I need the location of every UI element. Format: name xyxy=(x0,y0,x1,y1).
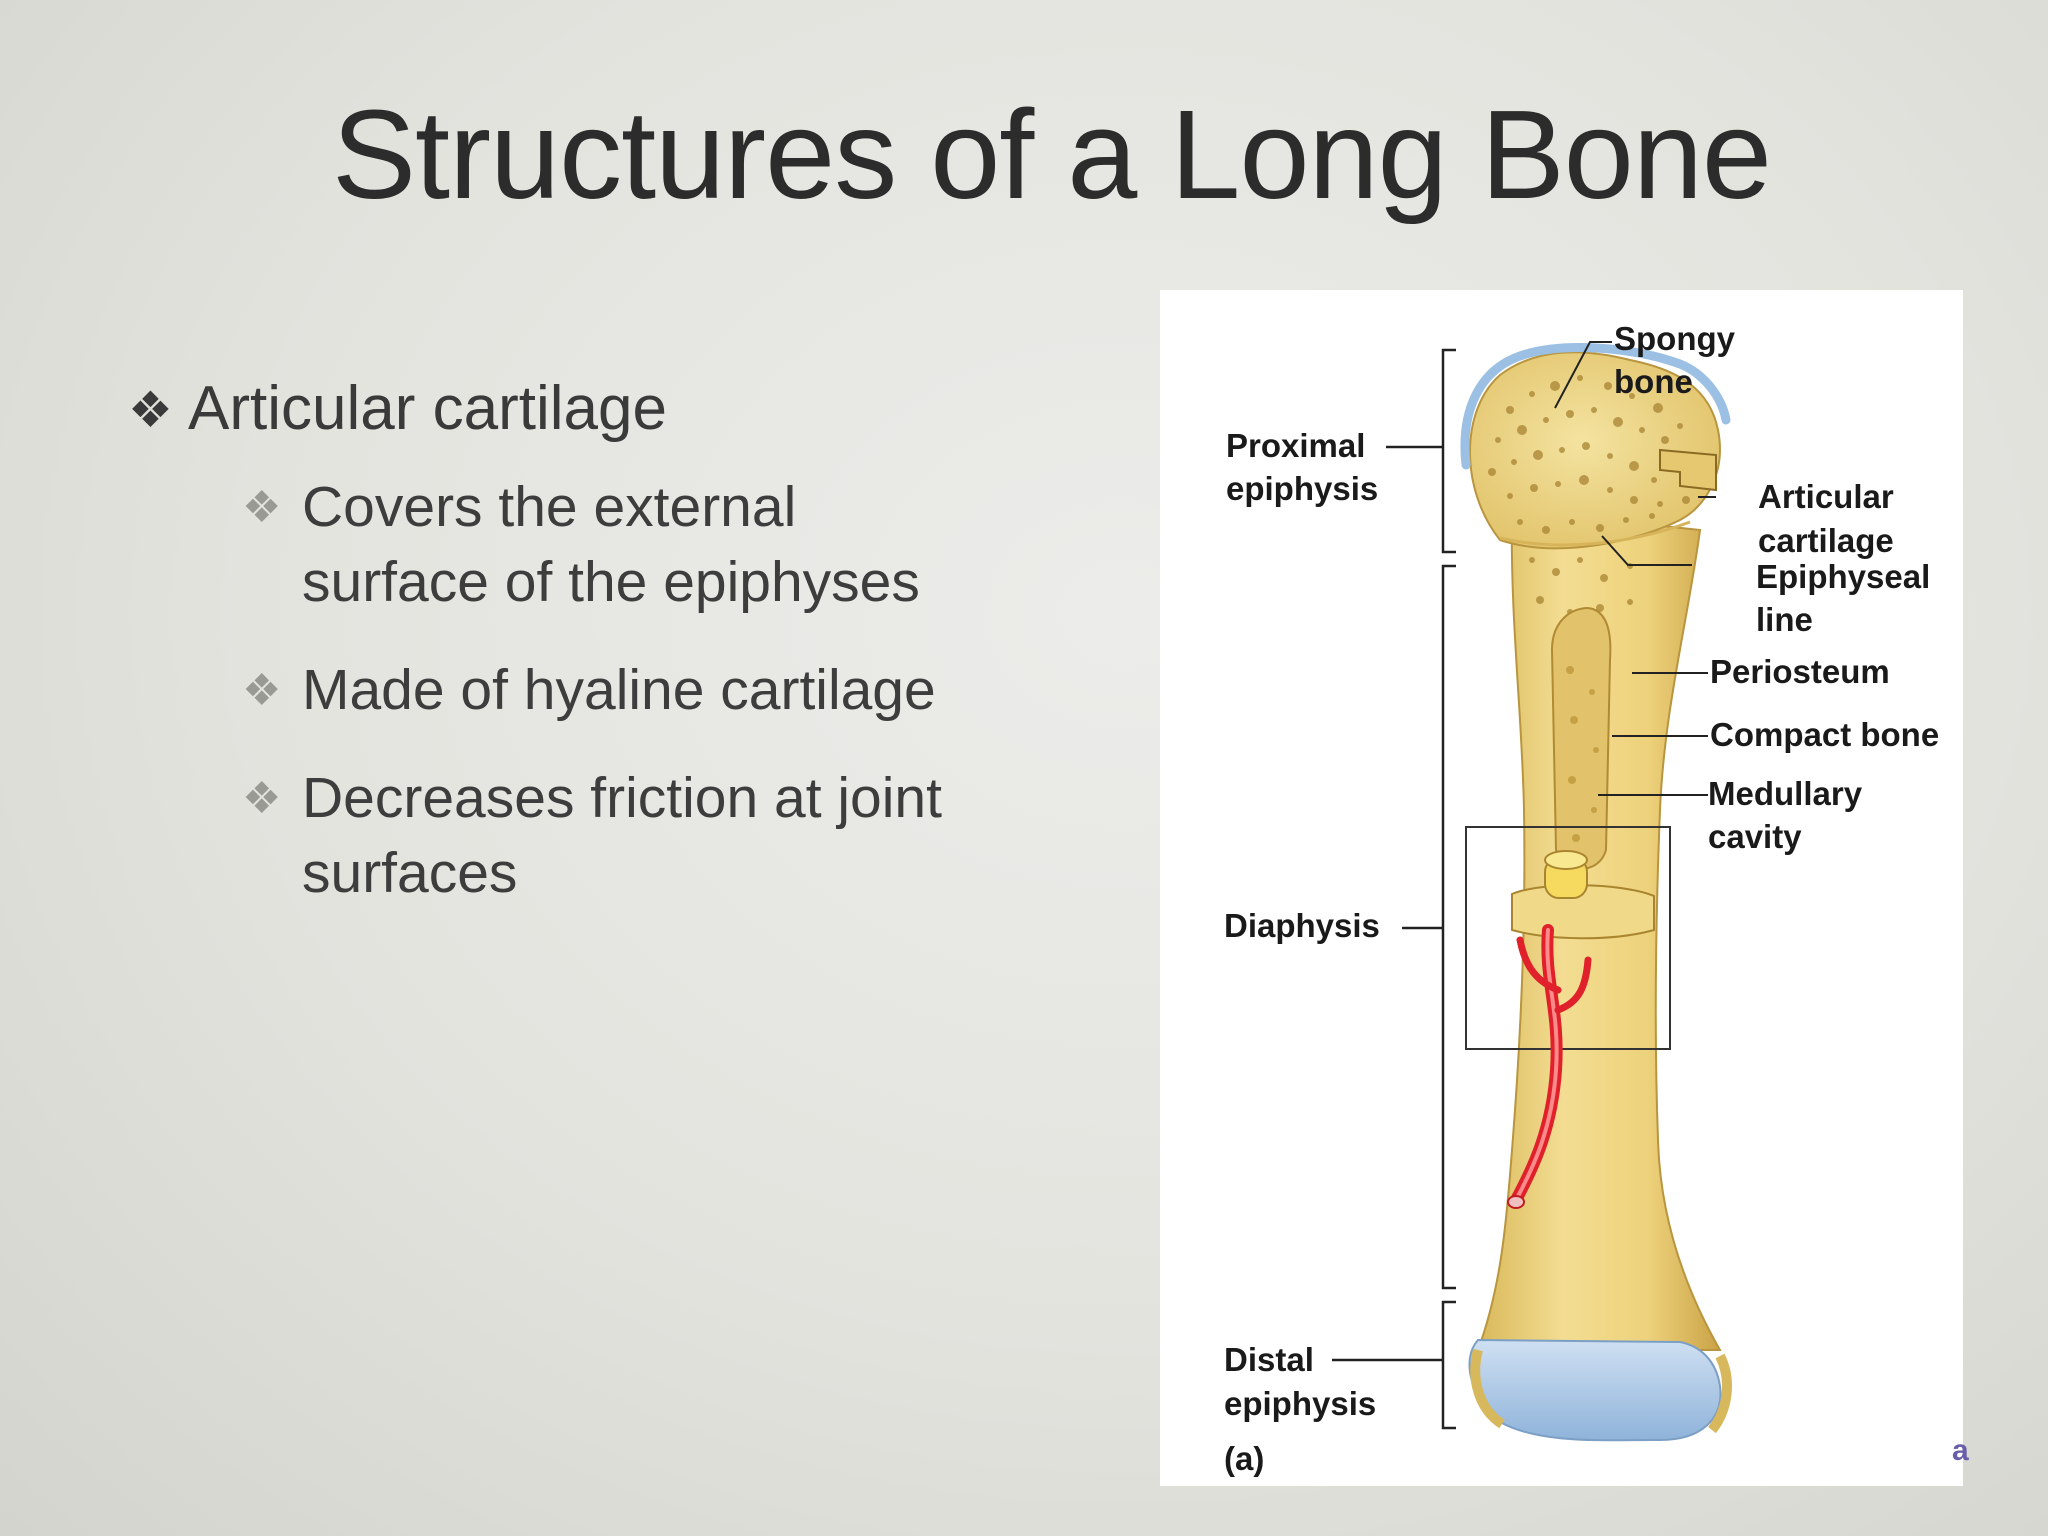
proximal-epiphysis-shape xyxy=(1469,351,1721,550)
sub-bullet-item: ❖ Made of hyaline cartilage xyxy=(128,653,1048,728)
sub-bullet-line: Covers the external xyxy=(302,475,797,540)
label-articular: Articular xyxy=(1758,478,1894,515)
label-panel: (a) xyxy=(1224,1440,1264,1477)
label-spongy-bone: bone xyxy=(1614,363,1693,400)
corner-mark: a xyxy=(1952,1434,1969,1467)
articular-cartilage-shape xyxy=(1460,343,1731,470)
detail-box xyxy=(1465,826,1671,1050)
long-bone-diagram: Proximal epiphysis Diaphysis Distal epip… xyxy=(1160,290,1963,1486)
sub-bullet-line: Decreases friction at joint xyxy=(302,766,942,831)
label-medullary: Medullary xyxy=(1708,775,1863,812)
bullet-text: Articular cartilage xyxy=(188,374,667,443)
diamond-bullet-icon: ❖ xyxy=(242,666,282,716)
bullet-item: ❖ Articular cartilage xyxy=(128,372,1048,446)
sub-bullet-list: ❖ Covers the external surface of the epi… xyxy=(128,470,1048,911)
leader-lines xyxy=(1554,341,1716,796)
label-medullary-cavity: cavity xyxy=(1708,818,1802,855)
sub-bullet-line: Made of hyaline cartilage xyxy=(302,658,936,723)
medullary-cavity-shape xyxy=(1550,606,1612,870)
diamond-bullet-icon: ❖ xyxy=(128,382,173,438)
label-compact-bone: Compact bone xyxy=(1710,716,1939,753)
label-proximal: Proximal xyxy=(1226,427,1365,464)
sub-bullet-line: surface of the epiphyses xyxy=(302,550,920,615)
label-periosteum: Periosteum xyxy=(1710,653,1890,690)
label-articular-cartilage: cartilage xyxy=(1758,522,1894,559)
label-diaphysis: Diaphysis xyxy=(1224,907,1380,944)
region-brackets xyxy=(1332,348,1456,1430)
sub-bullet-line: surfaces xyxy=(302,841,518,906)
label-proximal-epiphysis: epiphysis xyxy=(1226,470,1378,507)
distal-epiphysis-shape xyxy=(1468,1338,1722,1442)
epiphyseal-line-shape xyxy=(1499,520,1691,547)
slide-title: Structures of a Long Bone xyxy=(332,84,1772,225)
sub-bullet-item: ❖ Decreases friction at joint surfaces xyxy=(128,761,1048,911)
diamond-bullet-icon: ❖ xyxy=(242,774,282,824)
diamond-bullet-icon: ❖ xyxy=(242,483,282,533)
label-distal-epiphysis: epiphysis xyxy=(1224,1385,1376,1422)
blood-vessel-shape xyxy=(1507,924,1592,1209)
spongy-bone-texture xyxy=(1488,375,1690,654)
label-epiphyseal: Epiphyseal xyxy=(1756,558,1930,595)
label-spongy: Spongy xyxy=(1614,320,1736,357)
bullet-list: ❖ Articular cartilage ❖ Covers the exter… xyxy=(128,372,1048,944)
long-bone-illustration: Proximal epiphysis Diaphysis Distal epip… xyxy=(1224,320,1939,1477)
label-epiphyseal-line: line xyxy=(1756,601,1813,638)
label-distal: Distal xyxy=(1224,1341,1314,1378)
sub-bullet-item: ❖ Covers the external surface of the epi… xyxy=(128,470,1048,620)
